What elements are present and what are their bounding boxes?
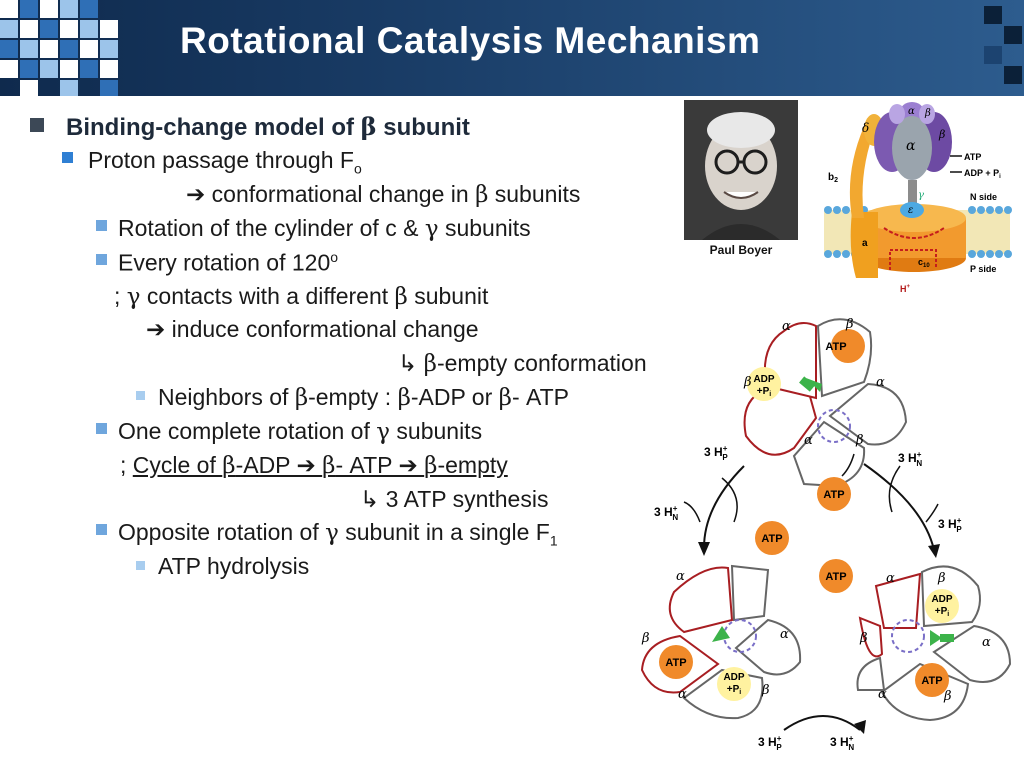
cycle-br-alpha-2: α bbox=[982, 635, 991, 650]
cycle-top-alpha-3: α bbox=[804, 433, 813, 448]
bullet-every-rotation: Every rotation of 120o bbox=[118, 249, 339, 276]
cycle-bl-alpha-2: α bbox=[780, 627, 789, 642]
cycle-br-pi: +Pi bbox=[935, 606, 950, 618]
bullet-proton-passage: Proton passage through Fo bbox=[88, 147, 362, 177]
released-atp-left bbox=[755, 521, 789, 555]
cycle-bl-adp: ADP bbox=[723, 672, 744, 683]
slide-title: Rotational Catalysis Mechanism bbox=[180, 20, 761, 61]
cycle-br-beta-2: β bbox=[859, 631, 868, 646]
level2-bullet bbox=[62, 152, 73, 163]
line-beta-empty: ↳ β-empty conformation bbox=[398, 350, 647, 377]
slide-header: Rotational Catalysis Mechanism bbox=[0, 0, 1024, 96]
a-subunit bbox=[850, 212, 878, 278]
header-tile-pattern-right bbox=[980, 0, 1024, 96]
released-atp-center bbox=[817, 477, 851, 511]
cycle-br-adp: ADP bbox=[931, 594, 952, 605]
line-cycle: ; Cycle of β-ADP ➔ β- ATP ➔ β-empty bbox=[120, 452, 508, 479]
label-adp-pi: ADP + Pi bbox=[964, 168, 1001, 180]
bullet-opposite-rotation: Opposite rotation of γ subunit in a sing… bbox=[118, 519, 558, 549]
cycle-bl-alpha-1: α bbox=[676, 569, 685, 584]
proton-label-mid-left: 3 H+N bbox=[654, 504, 678, 522]
cycle-top-atp: ATP bbox=[825, 341, 846, 353]
cycle-top-alpha-1: α bbox=[782, 319, 791, 334]
label-b2: b2 bbox=[828, 172, 838, 184]
label-c10: c10 bbox=[918, 257, 930, 269]
cycle-bl-pi: +Pi bbox=[727, 684, 742, 696]
line-gamma-contacts: ; γ contacts with a different β subunit bbox=[114, 283, 489, 310]
bottom-left-complex bbox=[640, 564, 802, 720]
label-beta-top: β bbox=[924, 108, 931, 119]
level4-bullet bbox=[136, 561, 145, 570]
level3-bullet bbox=[96, 220, 107, 231]
bullet-rotation-cylinder: Rotation of the cylinder of c & γ subuni… bbox=[118, 215, 531, 242]
cycle-bl-alpha-3: α bbox=[678, 687, 687, 702]
label-n-side: N side bbox=[970, 192, 997, 202]
cycle-br-beta-1: β bbox=[937, 571, 946, 586]
cycle-top-alpha-2: α bbox=[876, 375, 885, 390]
proton-label-mid-right: 3 H+P bbox=[938, 516, 962, 534]
cycle-br-beta-3: β bbox=[943, 689, 952, 704]
label-gamma: γ bbox=[918, 190, 924, 201]
photo-caption: Paul Boyer bbox=[684, 240, 798, 260]
label-beta-right: β bbox=[938, 128, 945, 141]
level3-bullet bbox=[96, 524, 107, 535]
line-atp-synthesis: ↳ 3 ATP synthesis bbox=[360, 486, 549, 512]
label-epsilon: ε bbox=[908, 205, 913, 216]
epsilon-subunit bbox=[900, 202, 924, 218]
bullet-atp-hydrolysis: ATP hydrolysis bbox=[158, 553, 310, 579]
label-delta: δ bbox=[862, 121, 869, 135]
proton-label-bottom-right: 3 H+N bbox=[830, 734, 854, 752]
label-atp: ATP bbox=[964, 152, 981, 162]
cycle-top-beta-2: β bbox=[743, 375, 752, 390]
b2-stalk bbox=[849, 122, 876, 218]
cycle-top-adp: ADP bbox=[753, 374, 774, 385]
line-induce-change: ➔ induce conformational change bbox=[146, 316, 479, 342]
cycle-br-atp: ATP bbox=[921, 675, 942, 687]
atp-synthase-diagram: δ β α α β b2 γ ε ATP ADP + Pi N side a c… bbox=[824, 102, 1012, 294]
cycle-bl-atp: ATP bbox=[665, 657, 686, 669]
bullet-binding-change-model: Binding-change model of β subunit bbox=[66, 112, 470, 141]
label-p-side: P side bbox=[970, 264, 996, 274]
level3-bullet bbox=[96, 254, 107, 265]
paul-boyer-photo: Paul Boyer bbox=[684, 100, 798, 260]
gamma-subunit bbox=[908, 180, 917, 206]
proton-label-top-right: 3 H+N bbox=[898, 450, 922, 468]
binding-change-cycle-diagram: ATP ADP +Pi α β α β α β ATP ATP ATP 3 H+… bbox=[640, 317, 1012, 752]
bottom-right-complex bbox=[856, 565, 1012, 722]
cycle-top-pi: +Pi bbox=[757, 386, 772, 398]
bullet-neighbors: Neighbors of β-empty : β-ADP or β- ATP bbox=[158, 384, 570, 411]
cycle-mid-atp: ATP bbox=[823, 489, 844, 501]
cycle-right-atp: ATP bbox=[825, 571, 846, 583]
portrait-illustration bbox=[684, 100, 798, 240]
cycle-bl-beta-2: β bbox=[761, 683, 770, 698]
level3-bullet bbox=[96, 423, 107, 434]
proton-label-top-left: 3 H+P bbox=[704, 444, 728, 462]
label-alpha-center: α bbox=[906, 138, 916, 154]
released-atp-right bbox=[819, 559, 853, 593]
label-h-plus: H+ bbox=[900, 284, 911, 294]
level1-bullet bbox=[30, 118, 44, 132]
cycle-left-atp: ATP bbox=[761, 533, 782, 545]
level4-bullet bbox=[136, 391, 145, 400]
cycle-top-beta-3: β bbox=[855, 433, 864, 448]
line-conformational-change: ➔ conformational change in β subunits bbox=[186, 181, 581, 208]
top-complex bbox=[743, 318, 908, 488]
bullet-complete-rotation: One complete rotation of γ subunits bbox=[118, 418, 483, 445]
cycle-br-alpha-1: α bbox=[886, 571, 895, 586]
alpha-beta-hexamer bbox=[874, 102, 952, 180]
proton-label-bottom-left: 3 H+P bbox=[758, 734, 782, 752]
c-ring bbox=[862, 204, 966, 272]
header-tile-pattern-left bbox=[0, 0, 120, 96]
cycle-br-alpha-3: α bbox=[878, 687, 887, 702]
label-a: a bbox=[862, 238, 868, 249]
cycle-top-beta-1: β bbox=[845, 317, 854, 332]
label-alpha-top: α bbox=[908, 106, 915, 117]
cycle-bl-beta-1: β bbox=[641, 631, 650, 646]
